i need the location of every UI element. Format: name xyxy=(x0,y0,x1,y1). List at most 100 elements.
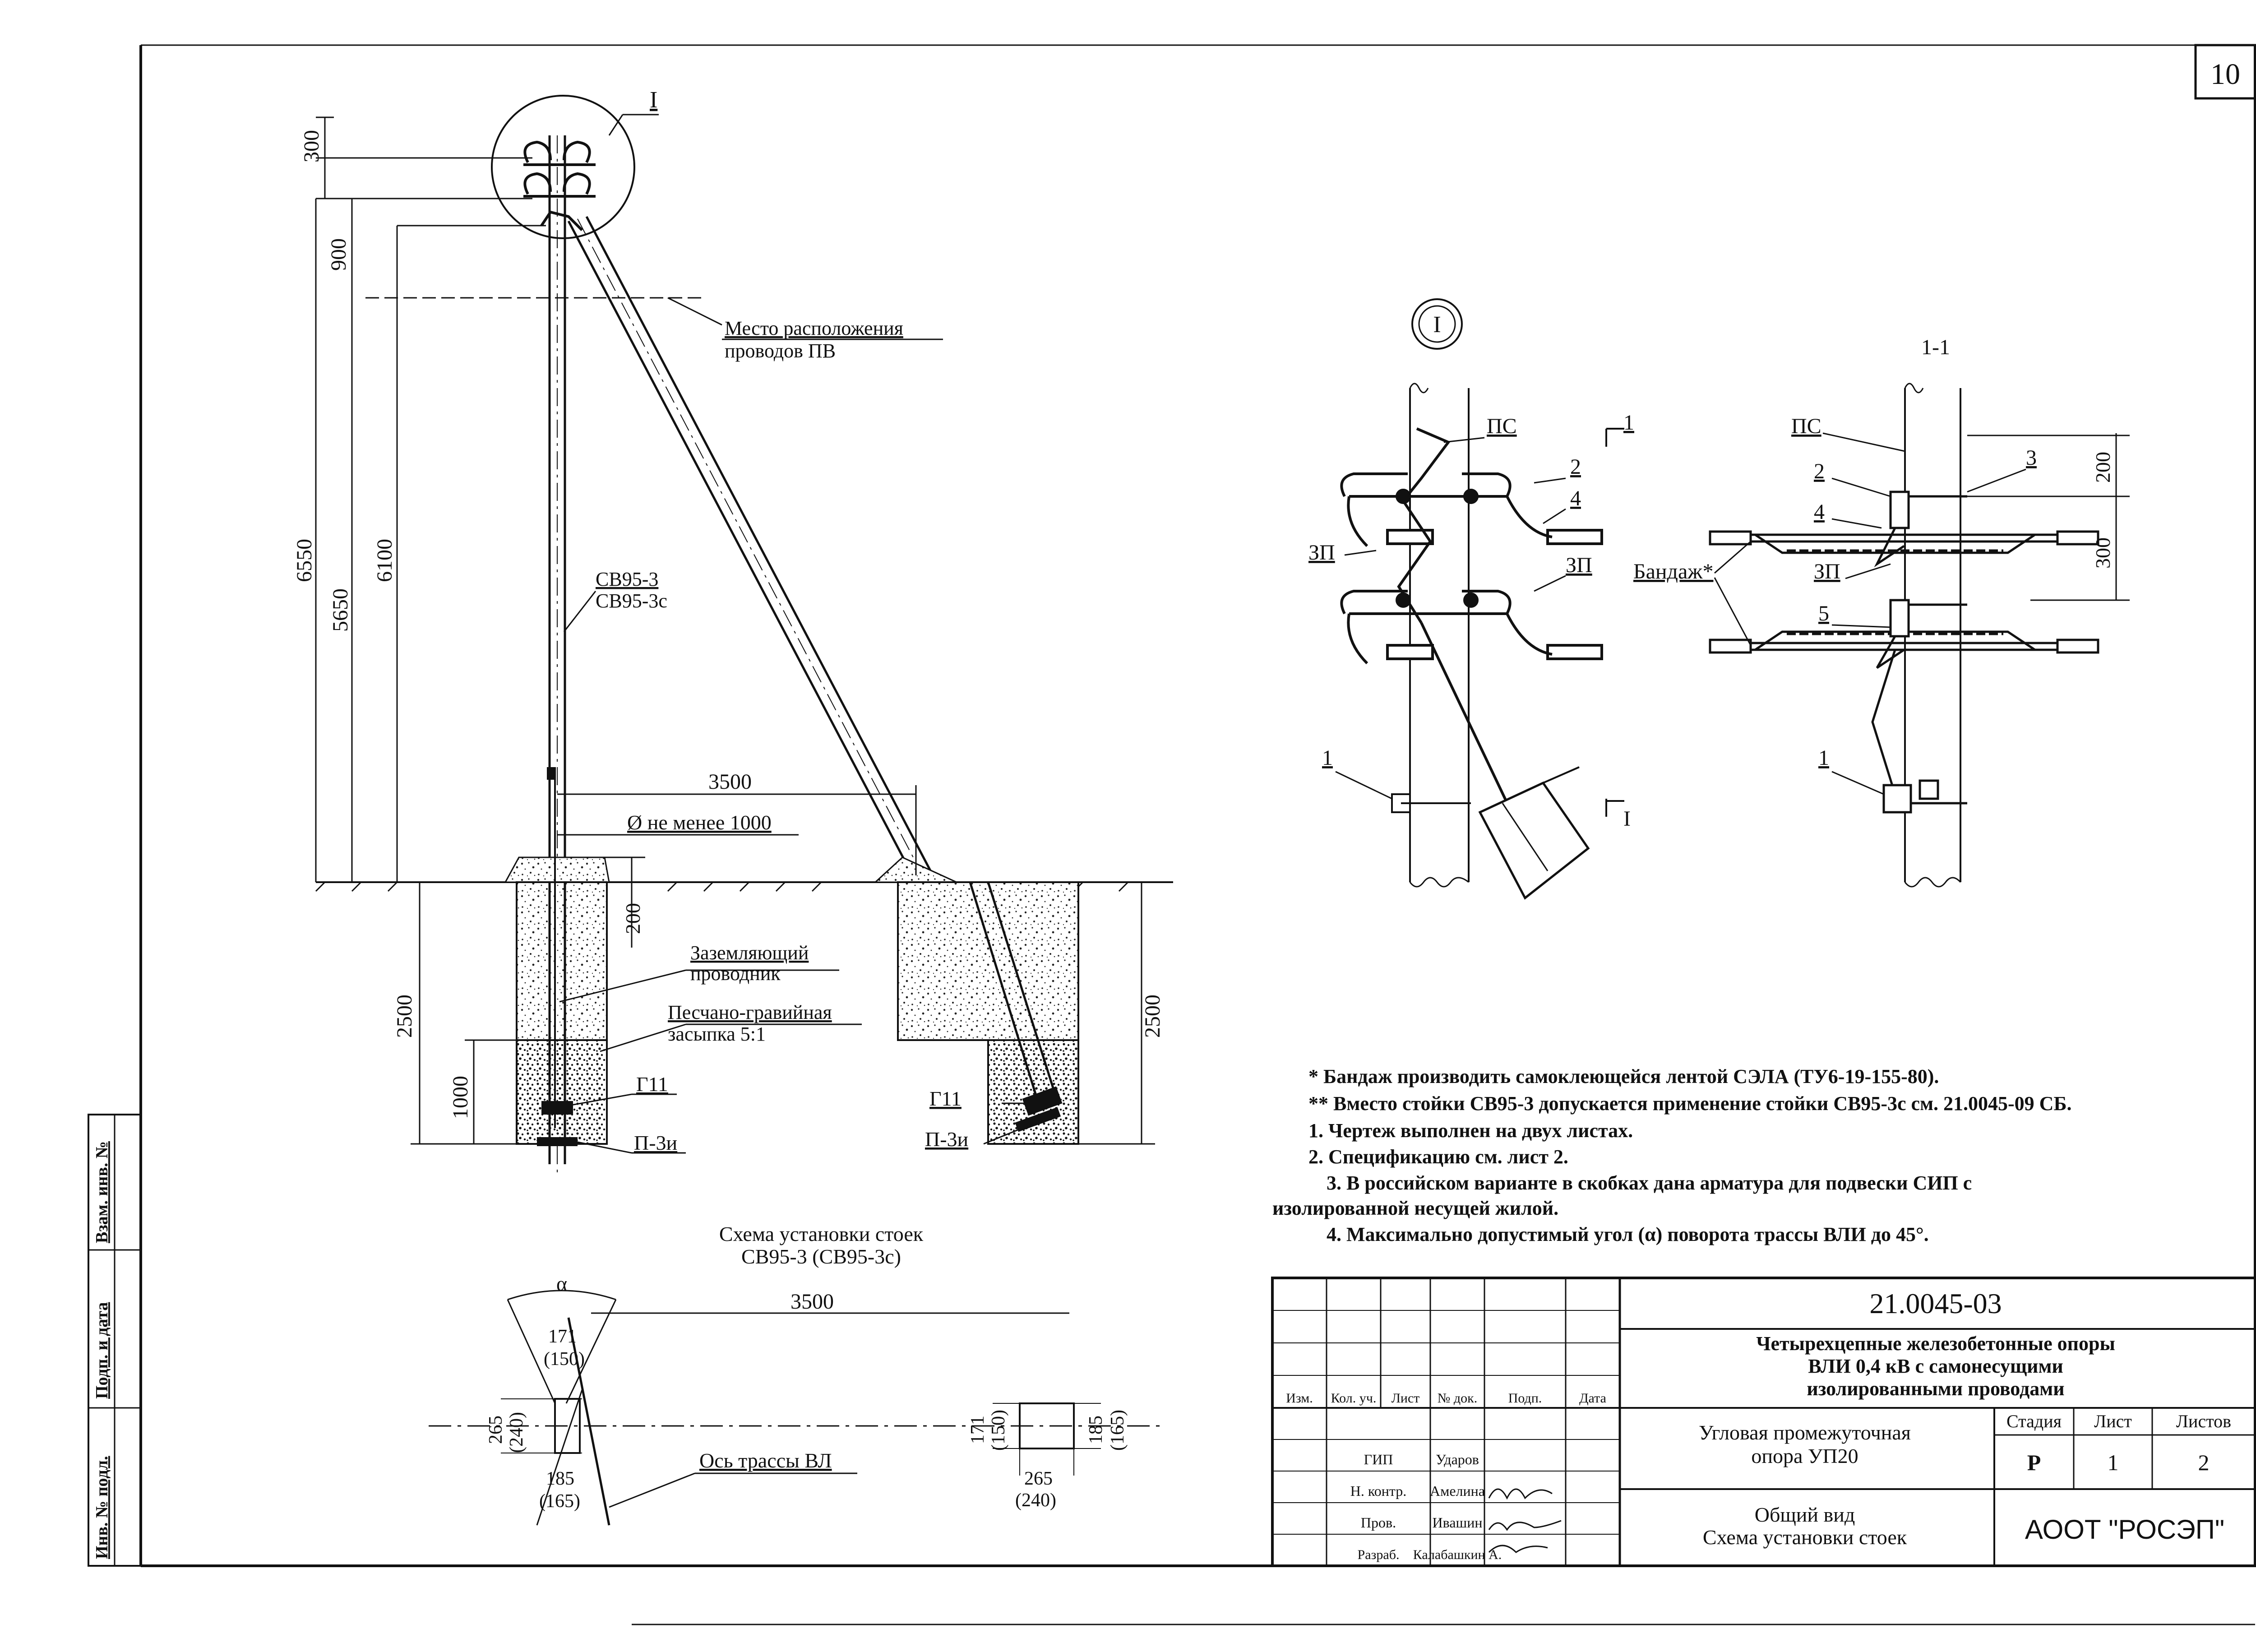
section-1-1-view: 1-1 xyxy=(1633,335,2130,888)
side-stamp: Инв. № подл. Подп. и дата Взам. инв. № xyxy=(88,1114,142,1567)
wire-place-label-1: Место расположения xyxy=(725,317,903,339)
alpha-label: α xyxy=(556,1272,567,1295)
p3i-left: П-3и xyxy=(634,1131,677,1154)
plan-d185-right: 185 xyxy=(1086,1416,1106,1444)
col-kol: Кол. уч. xyxy=(1331,1391,1377,1406)
axis-label: Ось трассы ВЛ xyxy=(699,1449,832,1472)
part-title-2: опора УП20 xyxy=(1751,1444,1858,1467)
sheets-header: Листов xyxy=(2176,1411,2231,1431)
note-1: ** Вместо стойки СВ95-3 допускается прим… xyxy=(1308,1092,2072,1115)
n2-left: 2 xyxy=(1570,455,1581,479)
n1-right: 1 xyxy=(1818,746,1829,770)
p3i-right: П-3и xyxy=(925,1128,968,1151)
dim-2500-right: 2500 xyxy=(1141,995,1165,1038)
name-prov: Ивашин xyxy=(1433,1514,1483,1531)
name-nkontr: Амелина xyxy=(1430,1483,1485,1499)
col-ndok: № док. xyxy=(1438,1391,1477,1406)
role-razrab-label: Разраб. xyxy=(1358,1547,1400,1562)
doc-title-1: Четырехцепные железобетонные опоры xyxy=(1756,1333,2115,1355)
sheet-title-2: Схема установки стоек xyxy=(1703,1526,1907,1549)
left-pit xyxy=(504,856,610,1155)
sheet-number: 10 xyxy=(2210,58,2240,91)
section-mark-bottom: I xyxy=(1623,807,1631,831)
diameter-label: Ø не менее 1000 xyxy=(627,811,772,834)
stage-header: Стадия xyxy=(2006,1411,2062,1431)
node-callout: I xyxy=(650,87,657,113)
plan-d240-left: (240) xyxy=(506,1412,527,1453)
section-title: 1-1 xyxy=(1921,335,1950,359)
col-data: Дата xyxy=(1579,1391,1606,1406)
plan-d165-left: (165) xyxy=(539,1491,580,1512)
sheet-header: Лист xyxy=(2094,1411,2132,1431)
zp-left-1: ЗП xyxy=(1308,541,1335,565)
doc-title-2: ВЛИ 0,4 кВ с самонесущими xyxy=(1808,1355,2063,1377)
note-3: 2. Спецификацию см. лист 2. xyxy=(1308,1146,1568,1168)
plan-d165-right: (165) xyxy=(1107,1410,1128,1451)
ps-left: ПС xyxy=(1487,414,1517,438)
detail-i-view: I xyxy=(1308,298,1634,900)
note-5: изолированной несущей жилой. xyxy=(1272,1197,1558,1219)
dim-2500-left: 2500 xyxy=(393,995,416,1038)
dim-3500: 3500 xyxy=(708,770,752,794)
dim-6550: 6550 xyxy=(292,539,316,582)
top-insulators xyxy=(523,140,596,231)
sheets-value: 2 xyxy=(2198,1450,2210,1475)
sheet-number-box: 10 xyxy=(2194,44,2256,100)
company-name: АООТ "РОСЭП" xyxy=(2025,1514,2224,1545)
n5-right: 5 xyxy=(1818,602,1829,625)
col-list: Лист xyxy=(1392,1391,1420,1406)
vertical-dimensions xyxy=(315,116,546,883)
plan-d171-left: 171 xyxy=(548,1326,577,1347)
doc-code: 21.0045-03 xyxy=(1869,1287,2002,1319)
dim-1000: 1000 xyxy=(448,1076,472,1119)
dim-200: 200 xyxy=(621,903,644,934)
stage-value: Р xyxy=(2027,1450,2041,1475)
name-gip: Ударов xyxy=(1436,1451,1479,1467)
signatures xyxy=(1488,1488,1562,1553)
sheet-title-1: Общий вид xyxy=(1755,1503,1855,1526)
name-razrab: Калабашкин А. xyxy=(1413,1547,1502,1562)
g11-right: Г11 xyxy=(929,1087,962,1110)
title-block: Изм. Кол. уч. Лист № док. Подп. Дата ГИП… xyxy=(1271,1277,2256,1567)
plan-d150-left: (150) xyxy=(544,1349,585,1370)
g11-left: Г11 xyxy=(636,1073,668,1096)
backfill-label-1: Песчано-гравийная xyxy=(668,1001,832,1023)
left-bolt-1 xyxy=(1391,793,1471,813)
strut-head xyxy=(1478,766,1590,900)
n1-left: 1 xyxy=(1322,746,1333,770)
bandage-label: Бандаж* xyxy=(1633,560,1713,583)
plan-d265-right: 265 xyxy=(1024,1468,1053,1489)
n4-right: 4 xyxy=(1814,500,1825,524)
zp-left-2: ЗП xyxy=(1566,553,1592,577)
n3-right: 3 xyxy=(2026,446,2037,470)
pole-label-2: СВ95-3с xyxy=(596,590,667,612)
side-inv-podl: Инв. № подл. xyxy=(92,1456,111,1559)
part-title-1: Угловая промежуточная xyxy=(1699,1421,1911,1444)
plan-d171-right: 171 xyxy=(967,1416,988,1444)
zp-right: ЗП xyxy=(1814,560,1840,583)
n2-right: 2 xyxy=(1814,459,1825,483)
bandage-racks xyxy=(1709,491,2099,814)
col-podp: Подп. xyxy=(1508,1391,1542,1406)
section-mark-top: 1 xyxy=(1623,411,1634,435)
main-elevation-view: I xyxy=(292,87,1173,1173)
wire-place-label-2: проводов ПВ xyxy=(725,340,836,362)
plan-title-1: Схема установки стоек xyxy=(719,1222,924,1245)
plan-dim-3500: 3500 xyxy=(791,1290,834,1314)
right-pit xyxy=(874,856,1079,1145)
dim-300: 300 xyxy=(300,130,324,162)
dim-900: 900 xyxy=(327,238,351,271)
side-vzam-inv: Взам. инв. № xyxy=(92,1141,111,1243)
note-4: 3. В российском варианте в скобках дана … xyxy=(1327,1172,1972,1194)
note-6: 4. Максимально допустимый угол (α) повор… xyxy=(1327,1223,1929,1245)
ps-right: ПС xyxy=(1791,414,1821,438)
node-circle xyxy=(491,95,635,239)
plan-view: Схема установки стоек СВ95-3 (СВ95-3с) α… xyxy=(429,1222,1164,1526)
dim-300-detail: 300 xyxy=(2091,537,2114,569)
plan-d185-left: 185 xyxy=(546,1468,574,1489)
n4-left: 4 xyxy=(1570,486,1581,510)
sheet-value: 1 xyxy=(2108,1450,2119,1475)
plan-d265-left: 265 xyxy=(485,1416,506,1444)
role-gip: ГИП xyxy=(1364,1451,1393,1467)
